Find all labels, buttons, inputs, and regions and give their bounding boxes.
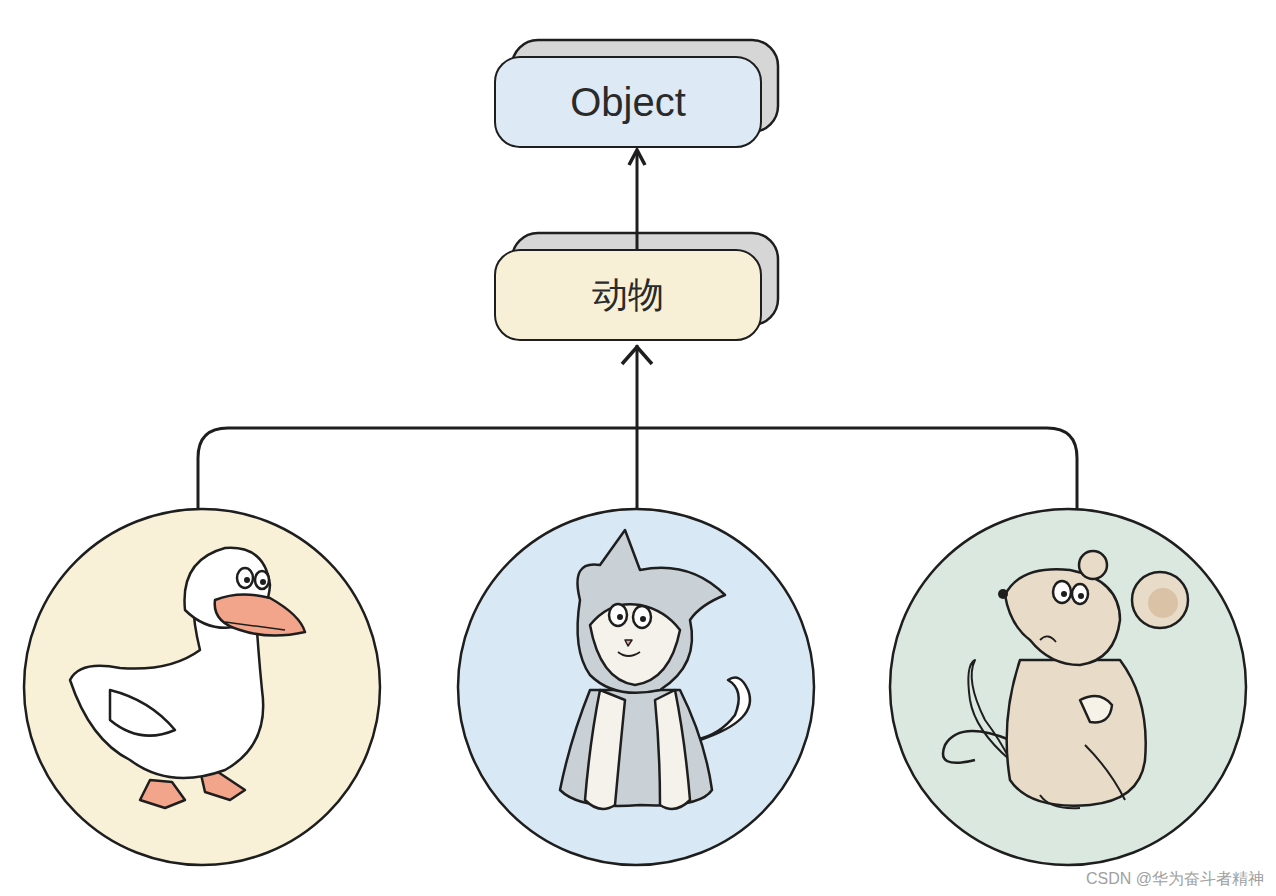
class-box: 动物 bbox=[494, 249, 762, 341]
duck-figure bbox=[70, 548, 305, 808]
cat-circle bbox=[458, 509, 814, 865]
class-name: Object bbox=[570, 80, 686, 125]
tree-lines bbox=[198, 345, 1077, 509]
class-name: 动物 bbox=[592, 271, 664, 320]
cat-figure bbox=[560, 530, 750, 809]
mouse-figure bbox=[943, 551, 1188, 808]
inheritance-arrow bbox=[636, 150, 639, 249]
watermark: CSDN @华为奋斗者精神 bbox=[1086, 869, 1264, 890]
mouse-circle bbox=[890, 509, 1246, 865]
class-box: Object bbox=[494, 56, 762, 148]
duck-circle bbox=[24, 509, 380, 865]
